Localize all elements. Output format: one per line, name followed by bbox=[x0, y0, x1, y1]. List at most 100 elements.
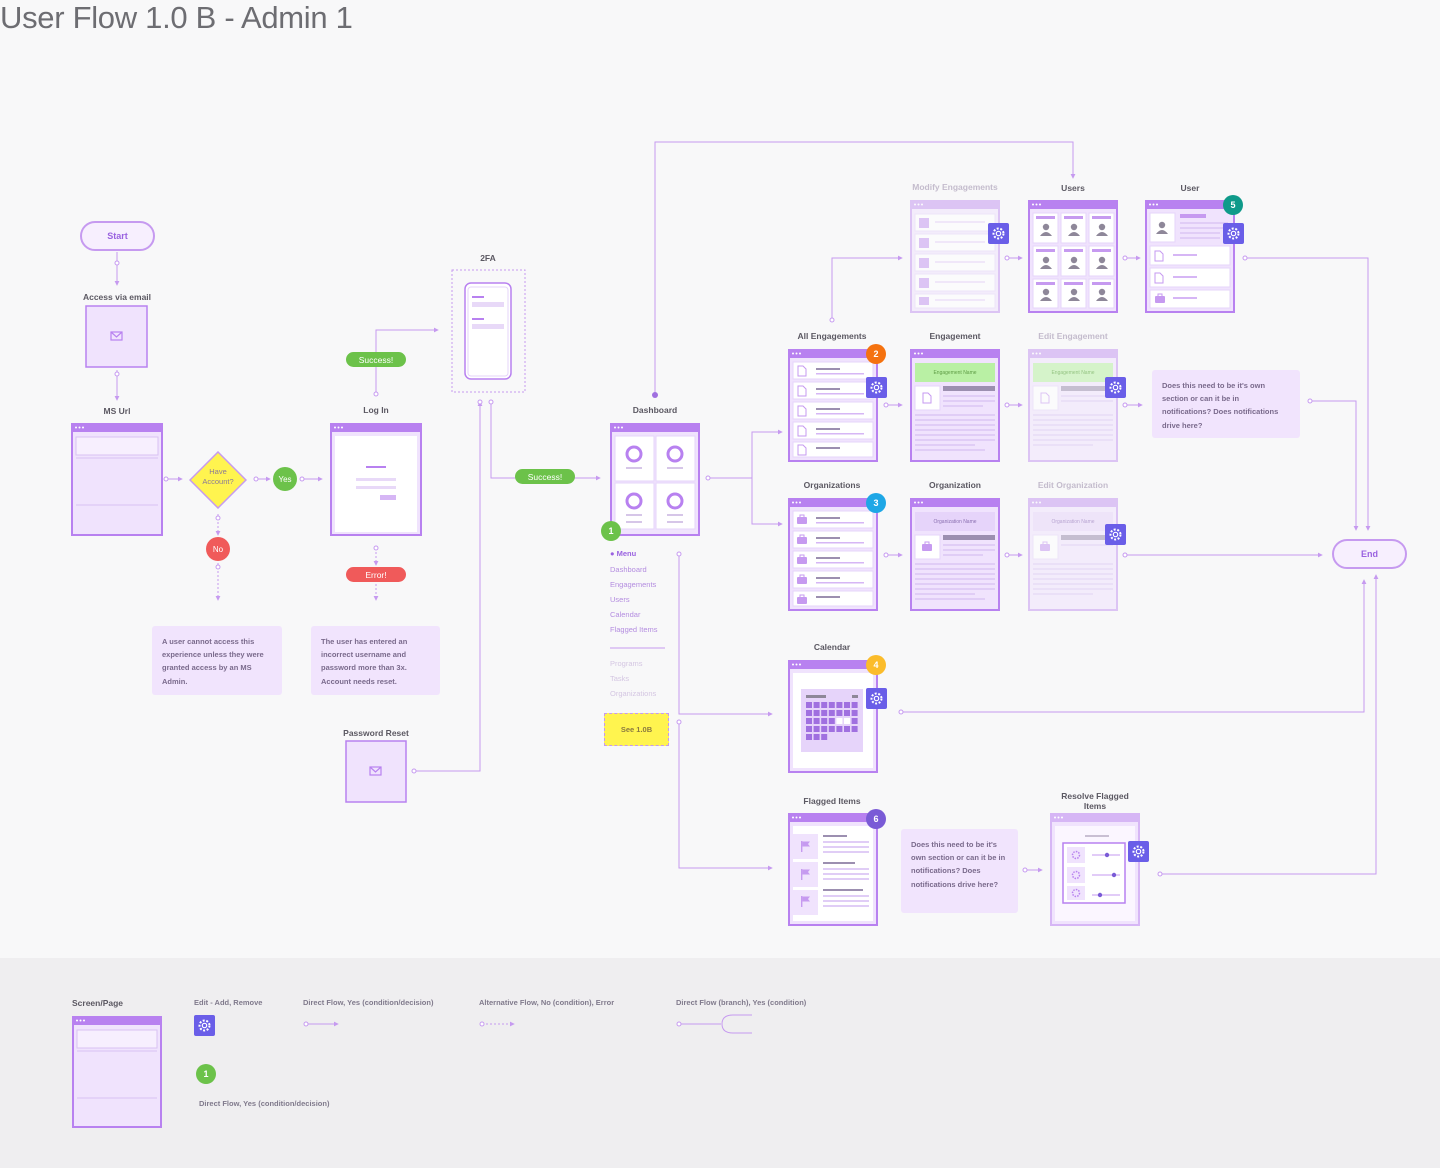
engagement-name-text: Engagement Name bbox=[933, 370, 976, 376]
menu-item-programs[interactable]: Programs bbox=[610, 659, 643, 668]
modify-engagements-label: Modify Engagements bbox=[912, 182, 998, 192]
calendar-day-cell bbox=[813, 718, 820, 724]
user-label: User bbox=[1180, 183, 1200, 193]
calendar-day-cell bbox=[806, 710, 812, 716]
calendar-day-cell bbox=[813, 702, 820, 708]
menu-item-engagements[interactable]: Engagements bbox=[610, 580, 657, 589]
badge-1: 1 bbox=[601, 521, 621, 541]
calendar-grid-icon bbox=[806, 702, 858, 740]
access-via-email-label: Access via email bbox=[82, 292, 152, 302]
badge-5: 5 bbox=[1223, 195, 1243, 215]
calendar-day-cell bbox=[821, 734, 828, 740]
badge-6: 6 bbox=[866, 809, 886, 829]
badge-4: 4 bbox=[866, 655, 886, 675]
badge-2: 2 bbox=[866, 344, 886, 364]
flagged-items-screen bbox=[788, 813, 878, 926]
menu-item-dashboard[interactable]: Dashboard bbox=[610, 565, 647, 574]
calendar-day-cell bbox=[813, 726, 820, 732]
dashboard-screen bbox=[610, 423, 700, 536]
edit-organization-label: Edit Organization bbox=[1037, 480, 1109, 490]
engagement-question-note: Does this need to be it's own section or… bbox=[1152, 370, 1300, 438]
flow-connectors bbox=[114, 141, 1379, 877]
menu-item-users[interactable]: Users bbox=[610, 595, 630, 604]
calendar-day-cell bbox=[806, 726, 812, 732]
edit-engagement-screen bbox=[1028, 349, 1118, 462]
menu-item-calendar[interactable]: Calendar bbox=[610, 610, 641, 619]
flagged-items-label: Flagged Items bbox=[803, 796, 861, 806]
menu-header: ● Menu bbox=[610, 549, 637, 558]
legend-badge-label: Direct Flow, Yes (condition/decision) bbox=[199, 1099, 330, 1108]
success-tag-login: Success! bbox=[346, 352, 406, 367]
ms-url-label: MS Url bbox=[103, 406, 131, 416]
menu-item-organizations[interactable]: Organizations bbox=[610, 689, 657, 698]
success-tag-2fa: Success! bbox=[515, 469, 575, 484]
calendar-day-cell bbox=[851, 726, 858, 732]
calendar-day-cell bbox=[828, 726, 835, 732]
menu-item-flagged-items[interactable]: Flagged Items bbox=[610, 625, 658, 634]
yes-node: Yes bbox=[273, 467, 297, 491]
legend-panel: Screen/Page Edit - Add, Remove Direct Fl… bbox=[0, 958, 1440, 1168]
gear-icon bbox=[865, 376, 888, 399]
log-in-label: Log In bbox=[363, 405, 389, 415]
calendar-day-cell bbox=[828, 702, 835, 708]
ms-url-screen bbox=[71, 423, 163, 536]
log-in-screen bbox=[330, 423, 422, 536]
calendar-day-cell bbox=[821, 702, 828, 708]
edit-engagement-label: Edit Engagement bbox=[1038, 331, 1108, 341]
error-tag: Error! bbox=[346, 567, 406, 582]
legend-graphics bbox=[72, 1014, 752, 1128]
calendar-day-cell bbox=[806, 718, 812, 724]
calendar-day-cell bbox=[851, 702, 858, 708]
calendar-day-cell bbox=[836, 710, 843, 716]
badge-3: 3 bbox=[866, 493, 886, 513]
edit-organization-name-text: Organization Name bbox=[1051, 519, 1094, 525]
calendar-day-cell bbox=[844, 710, 850, 716]
calendar-day-cell bbox=[844, 726, 850, 732]
end-node: End bbox=[1332, 539, 1407, 569]
calendar-day-cell bbox=[844, 718, 850, 724]
two-fa-screen bbox=[451, 269, 526, 393]
organization-screen bbox=[910, 498, 1000, 611]
modify-engagements-screen bbox=[910, 200, 1000, 313]
resolve-flagged-items-screen bbox=[1050, 813, 1140, 926]
users-screen bbox=[1028, 200, 1118, 313]
legend-alt-flow-label: Alternative Flow, No (condition), Error bbox=[479, 998, 615, 1007]
calendar-day-cell bbox=[821, 710, 828, 716]
gear-icon bbox=[865, 687, 888, 710]
edit-engagement-name-text: Engagement Name bbox=[1051, 370, 1094, 376]
gear-icon bbox=[1127, 840, 1150, 863]
organization-label: Organization bbox=[929, 480, 981, 490]
calendar-day-cell bbox=[828, 718, 835, 724]
calendar-day-cell bbox=[821, 718, 828, 724]
screen-wireframes: Engagement Name Engagement Name Organiza… bbox=[71, 200, 1245, 926]
legend-edit-label: Edit - Add, Remove bbox=[194, 998, 263, 1007]
all-engagements-label: All Engagements bbox=[797, 331, 867, 341]
gear-icon bbox=[194, 1015, 215, 1036]
page-title: User Flow 1.0 B - Admin 1 bbox=[0, 0, 353, 35]
envelope-icon bbox=[369, 766, 382, 776]
gear-icon bbox=[987, 222, 1010, 245]
calendar-day-cell bbox=[806, 734, 812, 740]
flagged-question-note: Does this need to be it's own section or… bbox=[901, 829, 1018, 913]
legend-badge: 1 bbox=[196, 1064, 216, 1084]
password-reset-screen bbox=[345, 740, 407, 803]
organizations-label: Organizations bbox=[803, 480, 861, 490]
engagement-screen bbox=[910, 349, 1000, 462]
gear-icon bbox=[1222, 222, 1245, 245]
donut-icon bbox=[625, 445, 684, 510]
calendar-day-cell bbox=[836, 718, 843, 724]
calendar-day-cell bbox=[844, 702, 850, 708]
error-note: The user has entered an incorrect userna… bbox=[311, 626, 440, 695]
menu-item-tasks[interactable]: Tasks bbox=[610, 674, 630, 683]
engagement-label: Engagement bbox=[929, 331, 981, 341]
two-fa-label: 2FA bbox=[480, 253, 496, 263]
calendar-day-cell bbox=[836, 726, 843, 732]
users-label: Users bbox=[1061, 183, 1085, 193]
calendar-day-cell bbox=[821, 726, 828, 732]
legend-direct-flow-label: Direct Flow, Yes (condition/decision) bbox=[303, 998, 434, 1007]
calendar-label: Calendar bbox=[813, 642, 851, 652]
envelope-icon bbox=[110, 331, 123, 341]
edit-organization-screen bbox=[1028, 498, 1118, 611]
no-node: No bbox=[206, 537, 230, 561]
